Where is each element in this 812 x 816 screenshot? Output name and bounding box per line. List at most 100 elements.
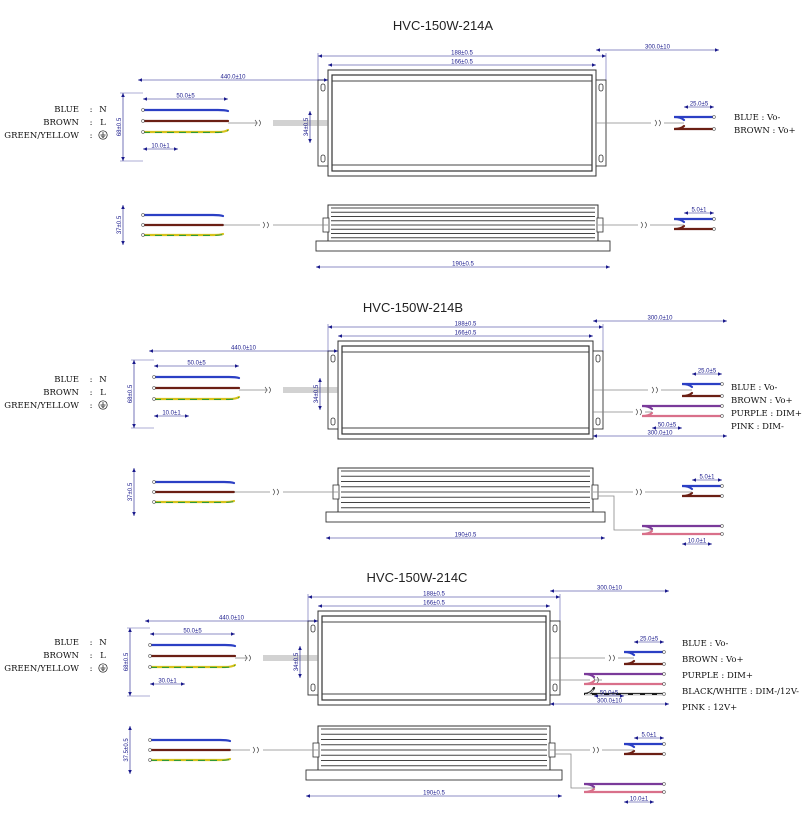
ac-label-color: GREEN/YELLOW [4, 401, 79, 411]
wire-end [141, 119, 145, 123]
ac-label-sep: : [90, 664, 93, 674]
dimension-value: 30.0±1 [158, 679, 177, 685]
wire-purple-dim-plus [641, 524, 724, 531]
dimension-value: 10.0±1 [688, 539, 707, 545]
ac-label-color: GREEN/YELLOW [4, 664, 79, 674]
ground-circle [98, 130, 108, 140]
arrow-head [650, 800, 654, 804]
housing-top-view [317, 69, 607, 177]
top-view [152, 340, 724, 440]
mounting-slot [330, 354, 336, 363]
wire-brown-l [141, 119, 230, 123]
arrow-head [145, 619, 149, 623]
wire-blue-n [141, 213, 225, 218]
wire-pink [641, 411, 724, 418]
arrow-head [128, 692, 132, 696]
arrow-head [592, 63, 596, 67]
dim-cable [555, 753, 591, 789]
wire-core [152, 375, 241, 380]
arrow-head [710, 105, 714, 109]
arrow-head [138, 78, 142, 82]
wire-stripe [150, 664, 236, 668]
wire-end [662, 662, 666, 666]
dimension-value: 25.0±5 [640, 637, 659, 643]
wire-purple-dim-plus [583, 782, 666, 789]
arrow-head [660, 736, 664, 740]
dimension-value: 34±0.5 [304, 117, 310, 136]
mounting-slot [595, 354, 601, 363]
dimension-value: 166±0.5 [423, 601, 445, 607]
wire-core [641, 411, 724, 418]
dimension-value: 34±0.5 [314, 384, 320, 403]
wire-purple-dim-plus [641, 404, 724, 411]
wire-blue-vo-minus [623, 742, 666, 749]
dc-label: PINK : 12V+ [682, 703, 737, 713]
arrow-head [128, 770, 132, 774]
wire-stripe [583, 688, 664, 695]
wire-core [583, 679, 666, 686]
wire-end [141, 130, 145, 134]
wire-end [662, 692, 666, 696]
wire-core [148, 643, 237, 648]
dc-label: BROWN : Vo+ [731, 396, 793, 406]
arrow-head [723, 319, 727, 323]
dc-label: PURPLE : DIM+ [731, 409, 802, 419]
wire-purple-dim-plus [583, 672, 666, 679]
ground-circle [98, 400, 108, 410]
drawing-title: HVC-150W-214A [393, 18, 494, 33]
arrow-head [606, 265, 610, 269]
wire-end [662, 742, 666, 746]
ground-symbol-icon [98, 130, 108, 140]
arrow-head [308, 139, 312, 143]
wire-core [623, 650, 666, 657]
wire-end [662, 790, 666, 794]
wire-end [152, 500, 156, 504]
ac-label-code: N [99, 375, 107, 385]
wire-green-yellow-ground [152, 395, 241, 401]
wire-brown-vo-plus [673, 224, 716, 231]
arrow-head [185, 414, 189, 418]
arrow-head [558, 794, 562, 798]
mounting-slot [310, 683, 316, 692]
ground-symbol-icon [98, 400, 108, 410]
arrow-head [665, 702, 669, 706]
arrow-head [556, 595, 560, 599]
ac-label-color: BLUE [54, 375, 79, 385]
wire-blue-vo-minus [681, 382, 724, 389]
side-view-dimensions: 190±0.537±0.55.0±110.0±1 [128, 468, 722, 546]
arrow-head [660, 640, 664, 644]
dc-label: BROWN : Vo+ [734, 126, 796, 136]
arrow-head [128, 628, 132, 632]
wire-brown-vo-plus [681, 391, 724, 398]
wire-core [681, 491, 724, 498]
top-view-dimensions: 188±0.5166±0.5440.0±10300.0±1050.0±510.0… [128, 316, 727, 438]
drawing-hvc-150w-214c: HVC-150W-214CBLUE:NBROWN:LGREEN/YELLOW:1… [4, 570, 799, 804]
wire-core [583, 782, 666, 789]
mounting-base [305, 769, 563, 781]
arrow-head [692, 478, 696, 482]
top-view-dimensions: 188±0.5166±0.5440.0±10300.0±1050.0±530.0… [124, 586, 669, 706]
dimension-value: 166±0.5 [455, 331, 477, 337]
mounting-slot [552, 683, 558, 692]
dc-wire-legend: BLUE : Vo-BROWN : Vo+PURPLE : DIM+BLACK/… [682, 639, 799, 713]
wire-green-yellow-ground [141, 128, 230, 134]
wire-end [720, 382, 724, 386]
wire-end [148, 758, 152, 762]
arrow-head [593, 319, 597, 323]
dimension-value: 300.0±10 [648, 316, 674, 322]
arrow-head [231, 632, 235, 636]
arrow-head [546, 604, 550, 608]
ac-label-code: L [100, 388, 106, 398]
wire-end [712, 227, 716, 231]
arrow-head [150, 682, 154, 686]
housing-inner-frame [321, 615, 547, 701]
wire-end [148, 654, 152, 658]
arrow-head [328, 325, 332, 329]
mounting-base [325, 511, 606, 523]
arrow-head [602, 54, 606, 58]
arrow-head [149, 349, 153, 353]
cable-break-icon [640, 221, 647, 229]
arrow-head [324, 78, 328, 82]
